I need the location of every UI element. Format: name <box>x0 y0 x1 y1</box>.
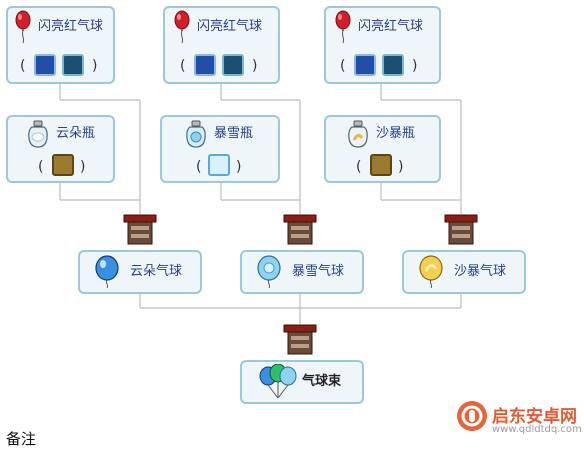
red-balloon-icon <box>335 10 351 44</box>
item-label: 闪亮红气球 <box>38 19 104 34</box>
sky-crate-icon <box>222 54 244 76</box>
item-label: 气球束 <box>302 374 342 389</box>
notes-heading: 备注 <box>6 430 37 448</box>
paren-open: ( <box>340 58 346 74</box>
red-balloon-icon <box>15 10 31 44</box>
tinkerers-workshop-icon <box>123 214 157 245</box>
watermark-logo-icon <box>457 401 487 431</box>
paren-close: ) <box>412 58 418 74</box>
item-label: 闪亮红气球 <box>358 19 424 34</box>
paren-close: ) <box>398 159 404 175</box>
item-label: 暴雪瓶 <box>214 126 254 141</box>
item-label: 沙暴瓶 <box>376 126 416 141</box>
cloud-balloon-icon <box>95 255 119 289</box>
paren-close: ) <box>80 159 86 175</box>
item-label: 沙暴气球 <box>454 264 507 279</box>
blizzard-bottle-icon <box>186 120 206 148</box>
paren-open: ( <box>38 159 44 175</box>
watermark-text: 启东安卓网 <box>492 407 577 427</box>
item-card-balloon-bundle[interactable] <box>240 360 364 404</box>
shiny-crate-icon <box>354 54 376 76</box>
item-label: 云朵瓶 <box>56 126 96 141</box>
blizzard-balloon-icon <box>257 255 281 289</box>
item-label: 云朵气球 <box>130 264 183 279</box>
cloud-bottle-icon <box>28 120 48 148</box>
paren-open: ( <box>356 159 362 175</box>
tinkerers-workshop-icon <box>444 214 478 245</box>
item-card-shiny-red-balloon[interactable] <box>6 6 115 84</box>
paren-open: ( <box>196 159 202 175</box>
sky-crate-icon <box>382 54 404 76</box>
shiny-crate-icon <box>34 54 56 76</box>
sandstorm-balloon-icon <box>419 255 443 289</box>
connector-lines <box>59 84 462 324</box>
paren-close: ) <box>252 58 258 74</box>
wooden-crate-icon <box>52 154 74 176</box>
tinkerers-workshop-icon <box>283 214 317 245</box>
item-label: 闪亮红气球 <box>197 19 263 34</box>
tinkerers-workshop-icon <box>283 324 317 355</box>
sandstorm-bottle-icon <box>348 120 368 148</box>
item-label: 暴雪气球 <box>292 264 345 279</box>
paren-close: ) <box>92 58 98 74</box>
wooden-crate-icon <box>370 154 392 176</box>
paren-close: ) <box>236 159 242 175</box>
watermark-url: www.qdldtdq.com <box>492 424 582 435</box>
red-balloon-icon <box>174 10 190 44</box>
balloon-bundle-icon <box>259 364 297 399</box>
frozen-crate-icon <box>208 154 230 176</box>
paren-open: ( <box>20 58 26 74</box>
paren-open: ( <box>180 58 186 74</box>
sky-crate-icon <box>62 54 84 76</box>
shiny-crate-icon <box>194 54 216 76</box>
